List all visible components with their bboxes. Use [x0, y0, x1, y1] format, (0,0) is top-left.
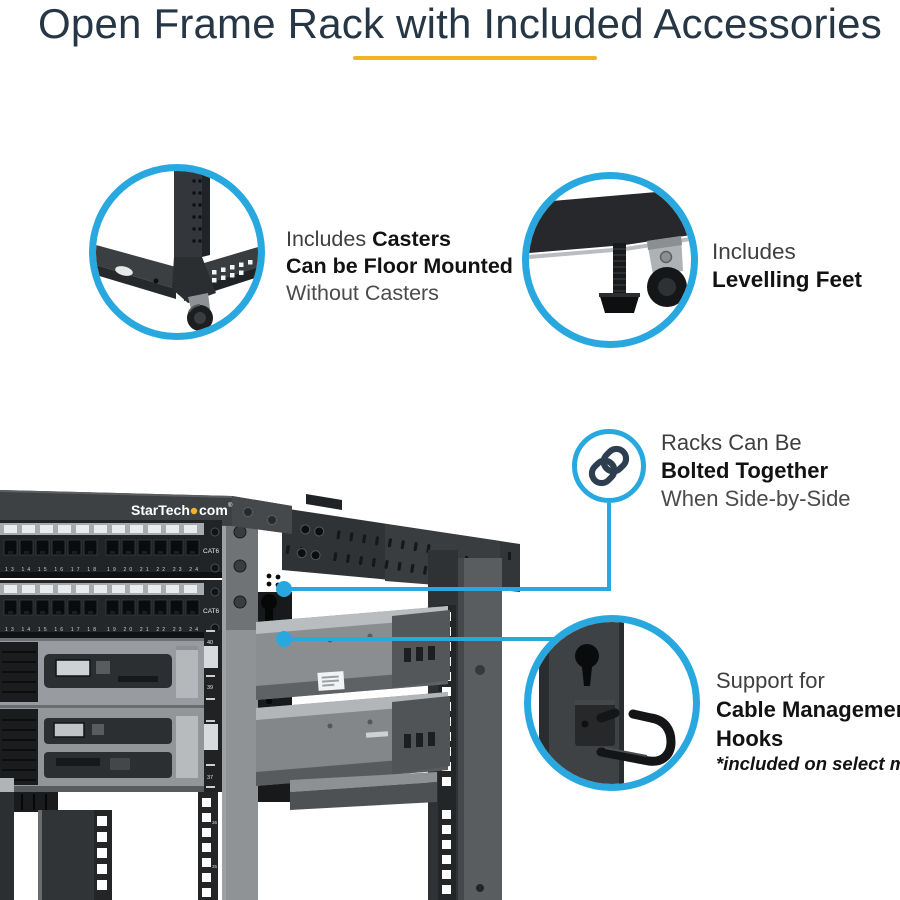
- levelling-callout-text: Includes Levelling Feet: [712, 238, 862, 294]
- casters-callout-text: Includes Casters Can be Floor Mounted Wi…: [286, 226, 513, 307]
- levelling-foot: [599, 243, 640, 313]
- server-slide-rail-lower: [256, 692, 450, 786]
- rack-unit-strip: 40 39 38 37: [204, 630, 222, 792]
- connector-dot-bolted: [276, 581, 292, 597]
- rack-product-photo: StarTech com ® 13 14 15 16 17 18 19 20 2…: [0, 490, 520, 900]
- chain-link-icon: [588, 445, 630, 487]
- connector-line-bolted-vertical: [607, 503, 611, 590]
- front-right-post: [222, 500, 258, 900]
- connector-line-hooks: [284, 637, 556, 641]
- rail-unit-number: 37: [207, 775, 213, 781]
- bolted-together-bubble: [572, 429, 646, 503]
- keyhole-slot: [575, 644, 599, 686]
- callout-text: Support for: [716, 668, 825, 693]
- startech-logo: StarTech com ®: [131, 502, 233, 518]
- callout-text: Without Casters: [286, 281, 439, 305]
- callout-text-bold: Levelling Feet: [712, 267, 863, 292]
- panel-label: CAT6: [203, 548, 220, 555]
- rail-unit-number: 35: [212, 864, 218, 869]
- server-1u: [0, 638, 204, 705]
- brand-suffix: com: [199, 502, 228, 518]
- brand-yellow-dot: [190, 507, 198, 515]
- hooks-callout-text: Support for Cable Management Hooks *incl…: [716, 666, 900, 775]
- page-title: Open Frame Rack with Included Accessorie…: [38, 0, 882, 47]
- casters-photo: [96, 171, 258, 331]
- callout-text-bold: Bolted Together: [661, 458, 829, 483]
- callout-text-bold: Hooks: [716, 726, 784, 751]
- port-numbers: 13 14 15 16 17 18: [5, 567, 96, 573]
- title-underline: [353, 56, 597, 60]
- port-numbers: 13 14 15 16 17 18: [5, 627, 96, 633]
- callout-text-bold: Can be Floor Mounted: [286, 254, 513, 278]
- patch-panel-2: 13 14 15 16 17 18 19 20 21 22 23 24 CAT6: [0, 580, 222, 638]
- rack-bottom-frame: 36 35: [0, 772, 437, 900]
- cable-hook: [596, 708, 676, 766]
- callout-text-footnote: *included on select models: [716, 753, 900, 774]
- cable-hook-photo: [539, 622, 676, 784]
- callout-text: Includes: [286, 227, 373, 251]
- levelling-feet-photo: [529, 189, 691, 313]
- patch-panel-1: 13 14 15 16 17 18 19 20 21 22 23 24 CAT6: [0, 520, 222, 578]
- rail-unit-number: 39: [207, 685, 213, 691]
- connector-dot-hooks: [276, 631, 292, 647]
- callout-text-bold: Casters: [372, 227, 451, 251]
- cable-hooks-photo-bubble: [524, 615, 700, 791]
- levelling-feet-photo-bubble: [522, 172, 698, 348]
- callout-text-bold: Cable Management: [716, 697, 900, 722]
- port-numbers: 19 20 21 22 23 24: [107, 567, 198, 573]
- callout-text: Racks Can Be: [661, 430, 802, 455]
- connector-line-bolted-horizontal: [284, 587, 611, 591]
- rail-unit-number: 36: [212, 820, 218, 825]
- server-2u: [0, 705, 204, 792]
- bolted-callout-text: Racks Can Be Bolted Together When Side-b…: [661, 429, 851, 513]
- port-numbers: 19 20 21 22 23 24: [107, 627, 198, 633]
- casters-photo-bubble: [89, 164, 265, 340]
- panel-label: CAT6: [203, 608, 220, 615]
- brand-reg-mark: ®: [228, 502, 233, 509]
- server-slide-rail-upper: [256, 606, 450, 700]
- brand-text: StarTech: [131, 502, 190, 518]
- callout-text: When Side-by-Side: [661, 486, 851, 511]
- rail-unit-number: 40: [207, 640, 213, 646]
- callout-text: Includes: [712, 239, 796, 264]
